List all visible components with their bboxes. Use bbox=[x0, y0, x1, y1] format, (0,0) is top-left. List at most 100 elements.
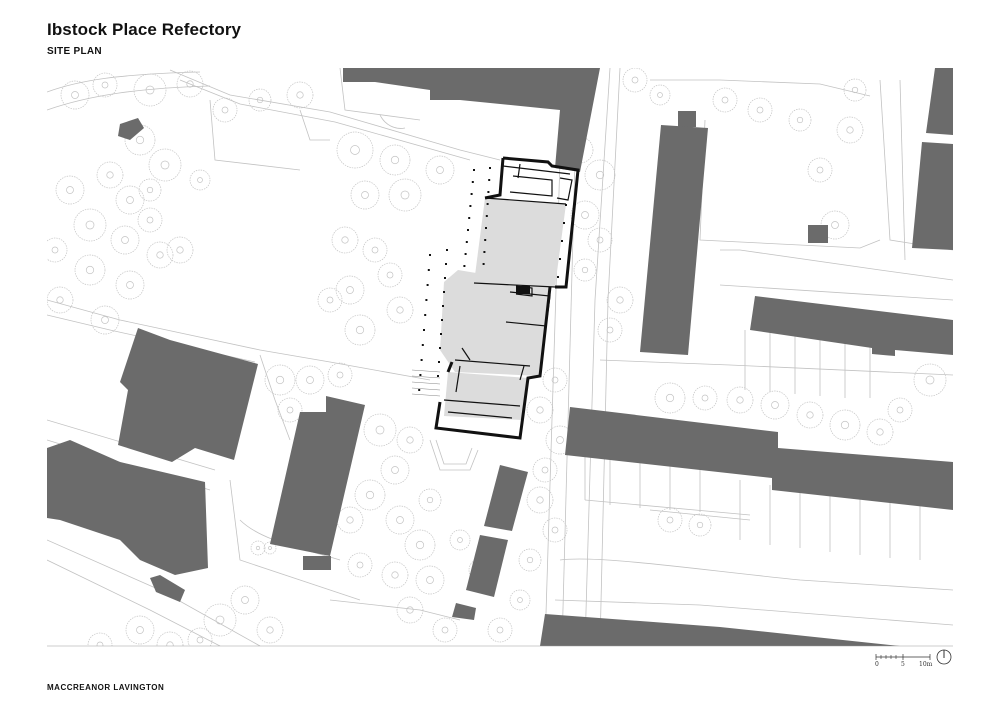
tree-canopy bbox=[836, 116, 864, 144]
tree-canopy bbox=[487, 617, 513, 643]
tree-trunk bbox=[96, 641, 104, 646]
building-central-south bbox=[270, 396, 365, 556]
column bbox=[424, 314, 427, 316]
tree-trunk bbox=[391, 571, 399, 579]
tree-trunk bbox=[396, 306, 404, 314]
tree-canopy bbox=[385, 505, 415, 535]
tree-canopy bbox=[688, 513, 712, 537]
tree-canopy bbox=[90, 305, 120, 335]
column bbox=[444, 277, 446, 279]
colonnade-columns bbox=[418, 167, 567, 391]
tree-trunk bbox=[326, 296, 334, 304]
tree-canopy bbox=[327, 362, 353, 388]
tree-trunk bbox=[375, 425, 385, 435]
column bbox=[445, 263, 447, 265]
tree-canopy bbox=[866, 418, 894, 446]
tree-trunk bbox=[426, 496, 434, 504]
tree-trunk bbox=[256, 96, 264, 104]
column bbox=[563, 222, 565, 224]
tree-trunk bbox=[266, 626, 274, 634]
tree-canopy bbox=[887, 397, 913, 423]
tree-canopy bbox=[363, 413, 397, 447]
tree-trunk bbox=[126, 196, 134, 204]
tree-canopy bbox=[47, 237, 68, 263]
tree-canopy bbox=[115, 185, 145, 215]
column bbox=[468, 217, 471, 219]
tree-canopy bbox=[913, 363, 947, 397]
tree-canopy bbox=[526, 486, 554, 514]
tree-trunk bbox=[496, 626, 504, 634]
tree-canopy bbox=[74, 254, 106, 286]
tree-canopy bbox=[396, 596, 424, 624]
tree-canopy bbox=[87, 632, 113, 646]
tree-trunk bbox=[816, 166, 824, 174]
refectory-building bbox=[411, 156, 580, 440]
tree-canopy bbox=[726, 386, 754, 414]
tree-trunk bbox=[275, 375, 285, 385]
tree-canopy bbox=[203, 603, 237, 637]
column bbox=[446, 249, 448, 251]
tree-trunk bbox=[268, 546, 272, 550]
tree-canopy bbox=[692, 385, 718, 411]
tree-canopy bbox=[354, 479, 386, 511]
tree-trunk bbox=[101, 81, 109, 89]
tree-canopy bbox=[336, 131, 374, 169]
tree-trunk bbox=[551, 376, 559, 384]
building-terrace-south bbox=[565, 407, 953, 510]
tree-canopy bbox=[362, 237, 388, 263]
tree-canopy bbox=[432, 617, 458, 643]
column bbox=[561, 240, 563, 242]
tree-trunk bbox=[390, 155, 400, 165]
column bbox=[465, 241, 468, 243]
column bbox=[439, 347, 441, 349]
tree-canopy bbox=[654, 382, 686, 414]
building-small-square bbox=[808, 225, 828, 243]
column bbox=[425, 299, 428, 301]
tree-trunk bbox=[361, 191, 369, 199]
tree-trunk bbox=[596, 236, 604, 244]
tree-trunk bbox=[350, 145, 360, 155]
tree-trunk bbox=[536, 406, 544, 414]
tree-canopy bbox=[295, 365, 325, 395]
tree-canopy bbox=[597, 317, 623, 343]
column bbox=[421, 344, 424, 346]
north-arrow-icon bbox=[936, 649, 952, 665]
tree-canopy bbox=[146, 241, 174, 269]
tree-trunk bbox=[106, 171, 114, 179]
column bbox=[438, 361, 440, 363]
tree-trunk bbox=[736, 396, 744, 404]
tree-canopy bbox=[125, 615, 155, 645]
tree-canopy bbox=[418, 488, 442, 512]
building-tiny-sw bbox=[150, 575, 185, 602]
tree-trunk bbox=[896, 406, 904, 414]
tree-trunk bbox=[365, 490, 375, 500]
tree-canopy bbox=[415, 565, 445, 595]
tree-trunk bbox=[426, 576, 434, 584]
column bbox=[426, 284, 429, 286]
tree-trunk bbox=[771, 401, 779, 409]
tree-canopy bbox=[264, 364, 296, 396]
building-terrace-east bbox=[750, 296, 953, 356]
tree-canopy bbox=[379, 144, 411, 176]
column bbox=[427, 269, 430, 271]
tree-trunk bbox=[306, 376, 314, 384]
practice-name: MACCREANOR LAVINGTON bbox=[47, 683, 165, 692]
tree-canopy bbox=[796, 401, 824, 429]
tree-canopy bbox=[377, 262, 403, 288]
tree-trunk bbox=[517, 597, 523, 603]
tree-trunk bbox=[756, 106, 764, 114]
tree-canopy bbox=[263, 541, 277, 555]
tree-canopies bbox=[47, 68, 947, 646]
tree-trunk bbox=[336, 371, 344, 379]
tree-canopy bbox=[526, 396, 554, 424]
column bbox=[565, 204, 567, 206]
tree-canopy bbox=[96, 161, 124, 189]
tree-trunk bbox=[160, 160, 170, 170]
tree-trunk bbox=[581, 211, 589, 219]
tree-canopy bbox=[380, 455, 410, 485]
tree-canopy bbox=[584, 159, 616, 191]
column bbox=[443, 291, 445, 293]
column bbox=[469, 205, 472, 207]
tree-trunk bbox=[415, 540, 425, 550]
column bbox=[483, 251, 486, 253]
